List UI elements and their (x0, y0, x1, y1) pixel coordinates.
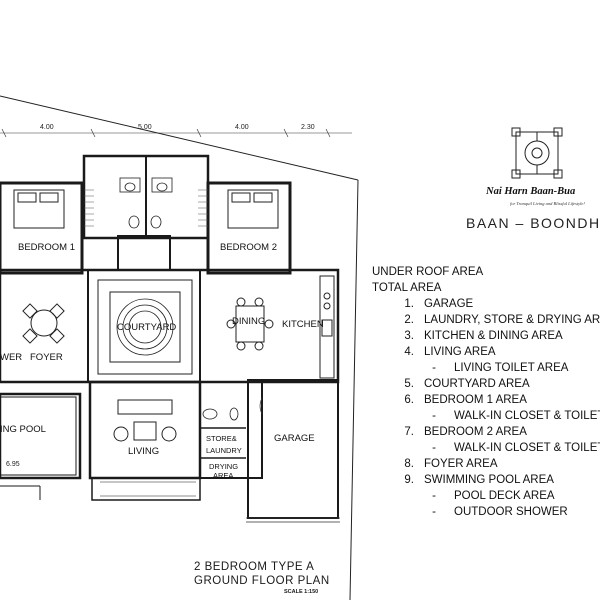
legend-item: 7. BEDROOM 2 AREA (372, 424, 600, 440)
brand-name: Nai Harn Baan-Bua (486, 186, 576, 197)
room-label-laundry: LAUNDRY (206, 446, 242, 455)
legend-item-number: - (432, 362, 436, 374)
legend-item: - WALK-IN CLOSET & TOILET (372, 440, 600, 456)
plan-title: 2 BEDROOM TYPE A GROUND FLOOR PLAN (194, 560, 330, 588)
legend-item-number: 9. (404, 474, 414, 486)
room-label-bedroom-2: BEDROOM 2 (220, 242, 277, 253)
dim-1: 4.00 (40, 124, 54, 131)
room-label-dining: DINING (232, 316, 265, 327)
legend-item-label: LIVING AREA (424, 346, 496, 358)
closet-hatching (84, 189, 208, 227)
dim-4: 2.30 (301, 124, 315, 131)
dim-3: 4.00 (235, 124, 249, 131)
legend-item: 8. FOYER AREA (372, 456, 600, 472)
legend-item-label: COURTYARD AREA (424, 378, 530, 390)
legend-item: 4. LIVING AREA (372, 344, 600, 360)
legend-heading: TOTAL AREA (372, 282, 442, 294)
legend-item-label: BEDROOM 2 AREA (424, 426, 527, 438)
legend-item: - POOL DECK AREA (372, 488, 600, 504)
legend-item: - LIVING TOILET AREA (372, 360, 600, 376)
legend-item-label: KITCHEN & DINING AREA (424, 330, 563, 342)
legend-item-number: - (432, 410, 436, 422)
room-label-area: AREA (213, 471, 233, 480)
room-label-store: STORE& (206, 434, 237, 443)
legend-item: - OUTDOOR SHOWER (372, 504, 600, 520)
legend-item-label: WALK-IN CLOSET & TOILET (454, 442, 600, 454)
legend-item-number: 1. (404, 298, 414, 310)
legend-item-number: 6. (404, 394, 414, 406)
walls (0, 154, 340, 519)
foyer-table-icon (22, 303, 65, 344)
legend-item: 2. LAUNDRY, STORE & DRYING AREA (372, 312, 600, 328)
legend-item-label: OUTDOOR SHOWER (454, 506, 568, 518)
room-label-kitchen: KITCHEN (282, 319, 324, 330)
room-label-foyer: FOYER (30, 352, 63, 363)
bed-icon (227, 189, 279, 229)
legend-item-number: 7. (404, 426, 414, 438)
legend-item: - WALK-IN CLOSET & TOILET (372, 408, 600, 424)
dim-pool: 6.95 (6, 461, 20, 468)
legend-item-label: FOYER AREA (424, 458, 498, 470)
plan-scale: SCALE 1:150 (284, 589, 319, 595)
courtyard-feature (97, 279, 193, 375)
legend-item-number: 4. (404, 346, 414, 358)
legend-item-number: 8. (404, 458, 414, 470)
legend-item: 1. GARAGE (372, 296, 600, 312)
legend-item: 5. COURTYARD AREA (372, 376, 600, 392)
legend-item-number: - (432, 506, 436, 518)
legend-heading: UNDER ROOF AREA (372, 266, 484, 278)
legend-item-number: - (432, 442, 436, 454)
legend-item-label: POOL DECK AREA (454, 490, 555, 502)
legend-item-label: LAUNDRY, STORE & DRYING AREA (424, 314, 600, 326)
legend-item-label: BEDROOM 1 AREA (424, 394, 527, 406)
plan-title-line-2: GROUND FLOOR PLAN (194, 575, 330, 587)
logo-emblem (511, 127, 563, 179)
room-label-living: LIVING (128, 446, 159, 457)
room-label-drying: DRYING (209, 462, 238, 471)
plan-title-line-1: 2 BEDROOM TYPE A (194, 561, 315, 573)
room-label-pool: ING POOL (0, 424, 46, 435)
legend-item-number: - (432, 490, 436, 502)
dimension-line (0, 128, 352, 138)
area-legend: UNDER ROOF AREA TOTAL AREA 1. GARAGE 2. LAUND… (372, 264, 600, 520)
legend-item-label: LIVING TOILET AREA (454, 362, 569, 374)
legend-item-number: 2. (404, 314, 414, 326)
brand-tagline: for Tranquil Living and Blissful Lifesty… (510, 201, 585, 206)
garage-door (246, 397, 340, 523)
sink-icon (119, 177, 173, 193)
legend-item: 3. KITCHEN & DINING AREA (372, 328, 600, 344)
legend-item: 6. BEDROOM 1 AREA (372, 392, 600, 408)
room-label-shower: WER (0, 352, 22, 363)
room-label-courtyard: COURTYARD (117, 322, 176, 333)
bed-icon (13, 189, 65, 229)
legend-item-label: SWIMMING POOL AREA (424, 474, 554, 486)
legend-item-number: 5. (404, 378, 414, 390)
room-label-garage: GARAGE (274, 433, 315, 444)
toilet-icon (128, 215, 239, 421)
legend-item-label: GARAGE (424, 298, 474, 310)
project-title: BAAN – BOONDH (466, 215, 600, 231)
kitchen-counter (319, 275, 335, 379)
sofa-icon (113, 399, 177, 442)
dining-table-icon (226, 297, 274, 351)
room-label-bedroom-1: BEDROOM 1 (18, 242, 75, 253)
legend-item-label: WALK-IN CLOSET & TOILET (454, 410, 600, 422)
legend-item-number: 3. (404, 330, 414, 342)
legend-item: 9. SWIMMING POOL AREA (372, 472, 600, 488)
site-boundary (0, 95, 359, 600)
dim-2: 5.00 (138, 124, 152, 131)
